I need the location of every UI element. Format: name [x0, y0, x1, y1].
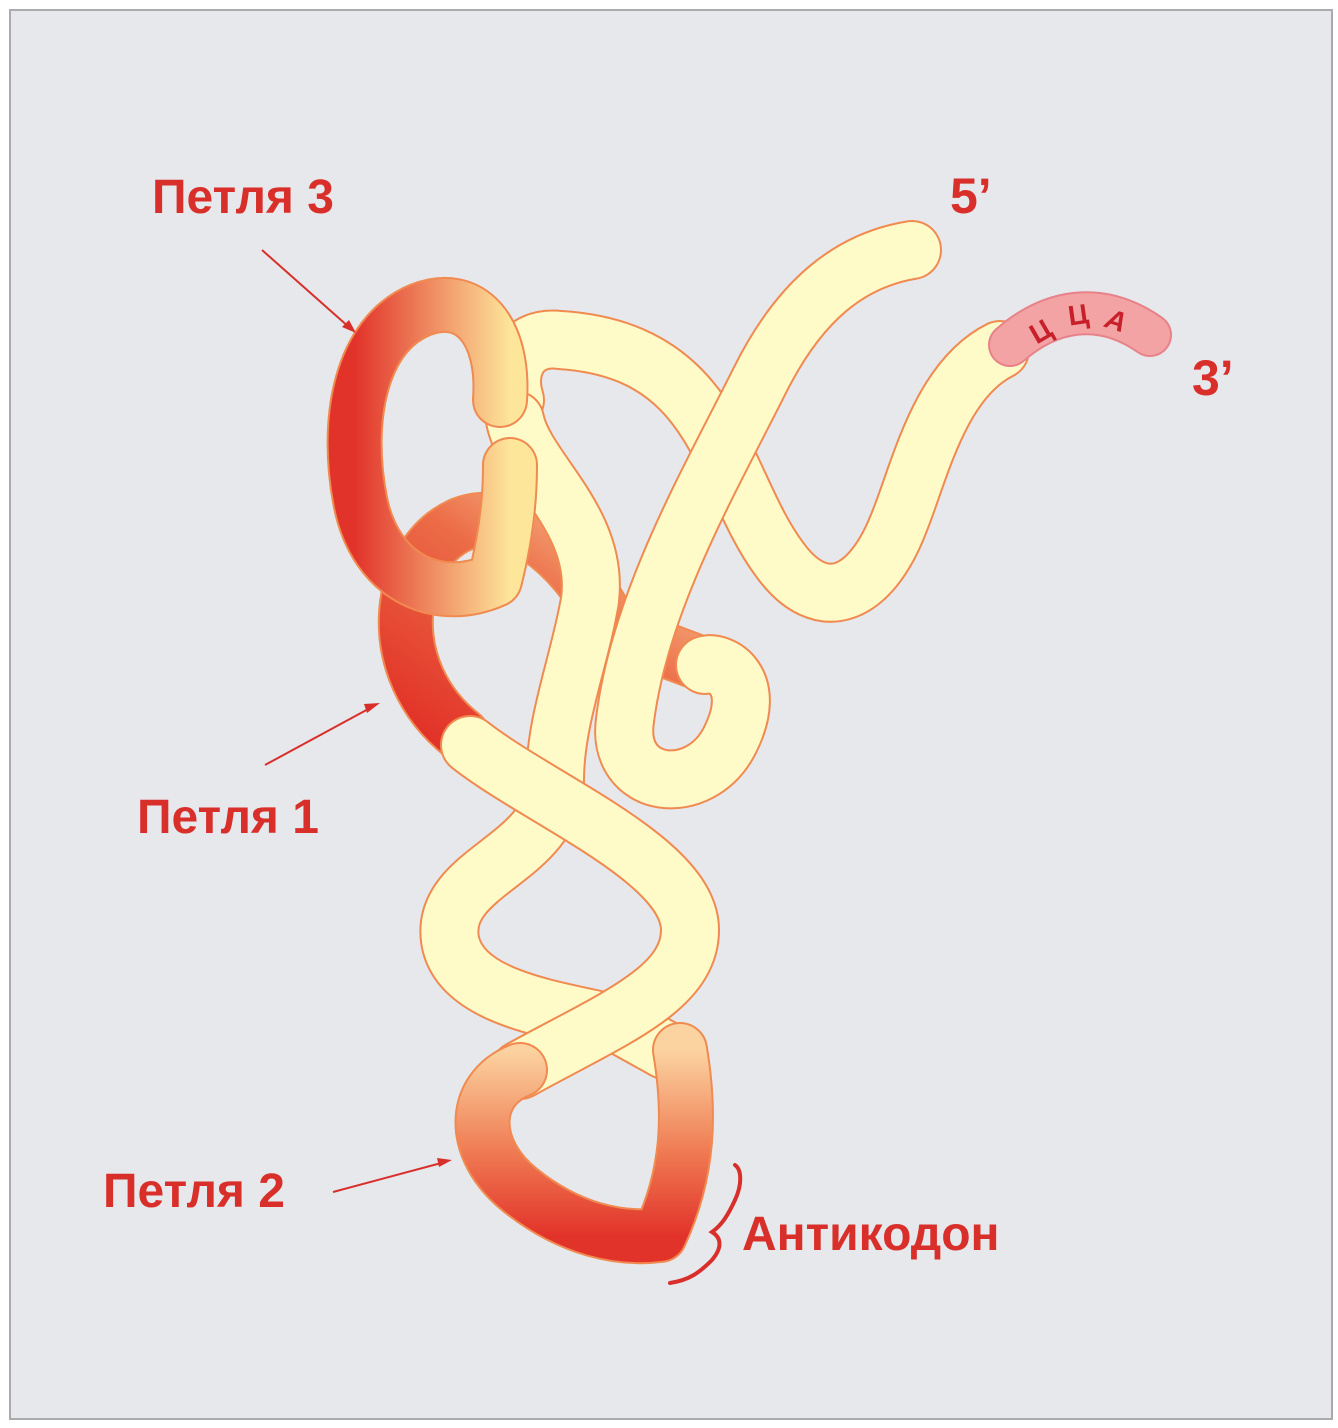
- label-5prime-end: 5’: [950, 168, 992, 224]
- label-loop-3: Петля 3: [152, 171, 334, 224]
- label-loop-1: Петля 1: [137, 791, 319, 844]
- label-loop-2: Петля 2: [103, 1165, 285, 1218]
- label-anticodon: Антикодон: [742, 1208, 1000, 1261]
- label-3prime-end: 3’: [1192, 350, 1234, 406]
